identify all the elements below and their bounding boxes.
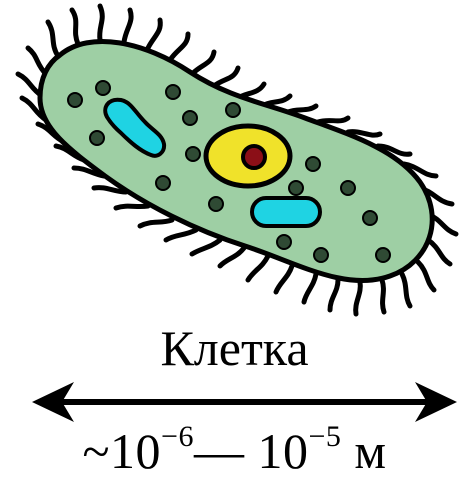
granule <box>226 103 240 117</box>
granule <box>306 157 320 171</box>
cilium <box>140 220 172 226</box>
granule <box>90 131 104 145</box>
size-scale-label: ~10−6— 10−5 м <box>0 420 469 482</box>
cilium <box>330 280 338 310</box>
granule <box>166 85 180 99</box>
granule <box>183 111 197 125</box>
granule <box>341 181 355 195</box>
granule <box>156 176 170 190</box>
cilium <box>418 262 434 290</box>
cilium <box>28 48 46 74</box>
cilium <box>192 52 214 74</box>
cilium <box>116 206 148 208</box>
scale-exponent-max: −5 <box>308 420 341 453</box>
cilium <box>72 10 78 44</box>
cilium <box>148 20 160 48</box>
granule <box>363 211 377 225</box>
nucleolus <box>243 146 265 168</box>
granule <box>209 197 223 211</box>
cilium <box>356 282 361 314</box>
scale-dash: — 10 <box>194 423 309 479</box>
food-vacuole <box>252 198 320 226</box>
granule <box>314 248 328 262</box>
cilium <box>100 6 103 40</box>
cilium <box>220 248 244 266</box>
cilium <box>124 10 131 42</box>
granule <box>289 181 303 195</box>
cilium <box>192 240 220 254</box>
granule <box>376 248 390 262</box>
cilium <box>304 274 316 302</box>
cell-label: Клетка <box>0 318 469 378</box>
scale-exponent-min: −6 <box>161 420 194 453</box>
cilium <box>276 266 292 292</box>
granule <box>186 147 200 161</box>
cilium <box>428 240 450 264</box>
cilium <box>402 274 410 306</box>
scale-prefix: ~10 <box>82 423 161 479</box>
granule <box>96 81 110 95</box>
cilium <box>214 68 238 86</box>
granule <box>68 93 82 107</box>
cilium <box>166 230 196 240</box>
scale-unit: м <box>341 423 386 479</box>
double-headed-arrow-icon <box>32 382 457 422</box>
cilium <box>48 22 58 56</box>
cilium <box>318 118 348 122</box>
cilium <box>170 34 188 60</box>
cilium <box>248 256 268 280</box>
cilium <box>382 280 384 312</box>
granule <box>277 235 291 249</box>
